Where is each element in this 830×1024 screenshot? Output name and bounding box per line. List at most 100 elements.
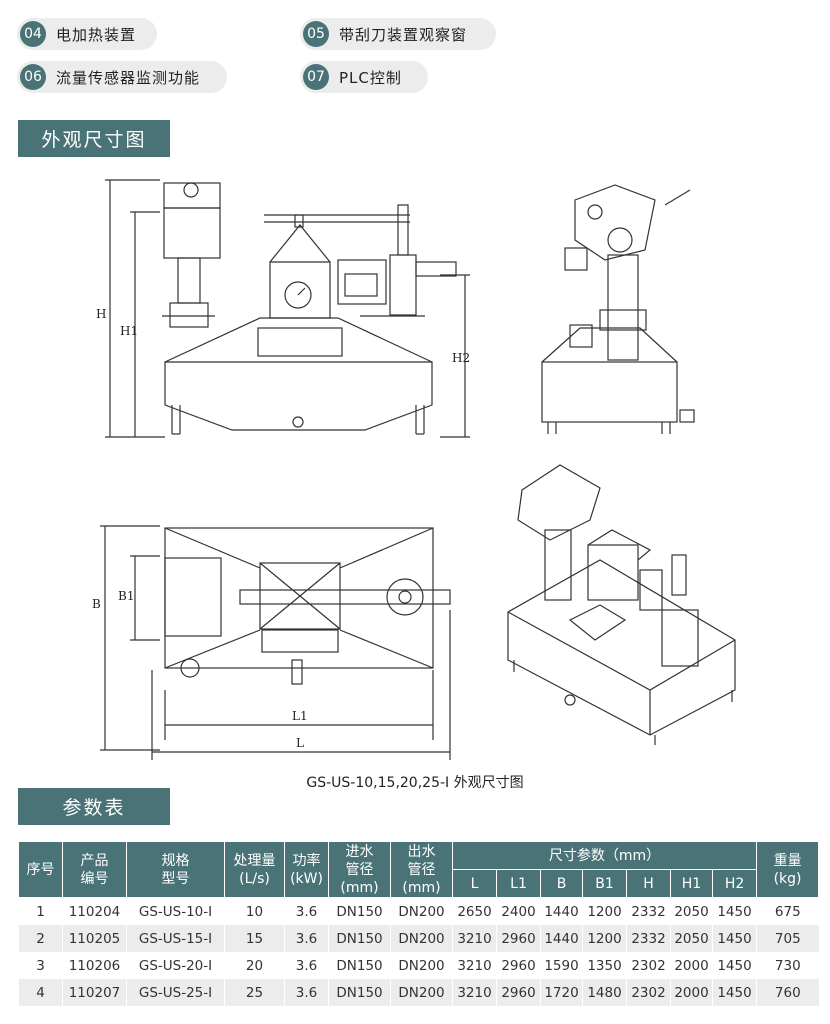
table-cell: 1 — [18, 897, 63, 925]
feature-number: 05 — [303, 21, 329, 47]
section-title-params: 参数表 — [18, 788, 170, 825]
table-cell: 1440 — [540, 897, 583, 925]
header-dim-h: H — [626, 869, 671, 898]
dim-label-h1: H1 — [120, 324, 138, 338]
table-cell: 15 — [224, 925, 285, 952]
dim-label-l1: L1 — [292, 709, 308, 723]
feature-label: 带刮刀装置观察窗 — [339, 25, 468, 44]
dim-label-h2: H2 — [452, 351, 470, 365]
table-cell: 2000 — [670, 979, 713, 1006]
table-cell: DN200 — [390, 979, 453, 1006]
table-cell: 3210 — [452, 979, 497, 1006]
table-cell: DN150 — [328, 952, 391, 979]
table-cell: 1450 — [711, 897, 757, 925]
dim-label-b: B — [92, 597, 101, 611]
header-power: 功率(kW) — [284, 841, 329, 898]
table-cell: DN150 — [328, 925, 391, 952]
table-cell: 1200 — [582, 897, 627, 925]
table-cell: 1450 — [711, 952, 757, 979]
header-dim-l: L — [452, 869, 497, 898]
header-index: 序号 — [18, 841, 63, 898]
table-cell: 2050 — [670, 897, 713, 925]
header-weight: 重量(kg) — [756, 841, 820, 898]
table-cell: 730 — [756, 952, 819, 979]
table-cell: 3210 — [452, 925, 497, 952]
header-code: 产品编号 — [62, 841, 127, 898]
table-cell: GS-US-25-I — [126, 979, 225, 1006]
header-inlet: 进水管径(mm) — [328, 841, 391, 898]
header-dim-h1: H1 — [670, 869, 713, 898]
table-cell: 110205 — [62, 925, 127, 952]
feature-label: 电加热装置 — [56, 25, 137, 44]
table-cell: 110206 — [62, 952, 127, 979]
side-view-drawing — [541, 184, 695, 434]
table-cell: 1350 — [582, 952, 627, 979]
table-cell: 4 — [18, 979, 63, 1006]
table-cell: 760 — [756, 979, 819, 1006]
table-cell: 25 — [224, 979, 285, 1006]
table-cell: 2 — [18, 925, 63, 952]
table-cell: 10 — [224, 897, 285, 925]
table-cell: DN200 — [390, 897, 453, 925]
table-cell: 1480 — [582, 979, 627, 1006]
dim-label-l: L — [296, 736, 304, 750]
table-cell: 1200 — [582, 925, 627, 952]
header-dim-h2: H2 — [711, 869, 758, 898]
table-cell: 1440 — [540, 925, 583, 952]
table-cell: 1450 — [711, 979, 757, 1006]
table-cell: DN150 — [328, 979, 391, 1006]
feature-07: 07 PLC控制 — [300, 61, 428, 93]
feature-number: 07 — [303, 64, 329, 90]
table-cell: GS-US-15-I — [126, 925, 225, 952]
drawing-caption: GS-US-10,15,20,25-I 外观尺寸图 — [306, 775, 524, 791]
feature-label: 流量传感器监测功能 — [56, 68, 201, 87]
top-view-drawing — [100, 525, 451, 760]
isometric-view-drawing — [507, 464, 736, 745]
table-cell: 2302 — [626, 979, 671, 1006]
dimension-drawings: H H1 H2 B B1 L1 L — [92, 179, 736, 760]
params-table: 序号 产品编号 规格型号 处理量(L/s) 功率(kW) 进水管径(mm) 出水… — [18, 841, 820, 1006]
table-cell: 2960 — [496, 979, 541, 1006]
table-cell: 110204 — [62, 897, 127, 925]
table-cell: DN200 — [390, 952, 453, 979]
table-cell: 110207 — [62, 979, 127, 1006]
table-cell: DN200 — [390, 925, 453, 952]
header-dim-b1: B1 — [582, 869, 627, 898]
header-flow: 处理量(L/s) — [224, 841, 285, 898]
feature-number: 06 — [20, 64, 46, 90]
front-view-drawing — [105, 179, 470, 438]
table-cell: 3.6 — [284, 979, 329, 1006]
dim-label-b1: B1 — [118, 589, 134, 603]
table-cell: 1450 — [711, 925, 757, 952]
table-cell: DN150 — [328, 897, 391, 925]
table-cell: 3.6 — [284, 897, 329, 925]
table-cell: 3 — [18, 952, 63, 979]
feature-number: 04 — [20, 21, 46, 47]
table-cell: 3210 — [452, 952, 497, 979]
table-cell: 705 — [756, 925, 819, 952]
table-cell: 2650 — [452, 897, 497, 925]
table-cell: 1590 — [540, 952, 583, 979]
table-cell: 2960 — [496, 925, 541, 952]
feature-04: 04 电加热装置 — [17, 18, 157, 50]
feature-05: 05 带刮刀装置观察窗 — [300, 18, 496, 50]
table-cell: 675 — [756, 897, 819, 925]
table-cell: 2332 — [626, 897, 671, 925]
header-outlet: 出水管径(mm) — [390, 841, 453, 898]
section-title-dimensions: 外观尺寸图 — [18, 120, 170, 157]
table-cell: 1720 — [540, 979, 583, 1006]
table-cell: 3.6 — [284, 925, 329, 952]
header-dim-b: B — [540, 869, 583, 898]
table-cell: 2302 — [626, 952, 671, 979]
table-cell: 20 — [224, 952, 285, 979]
table-cell: 2332 — [626, 925, 671, 952]
table-cell: 2050 — [670, 925, 713, 952]
header-model: 规格型号 — [126, 841, 225, 898]
dim-label-h: H — [96, 307, 106, 321]
feature-label: PLC控制 — [339, 68, 402, 87]
header-dim-l1: L1 — [496, 869, 541, 898]
header-dimensions-group: 尺寸参数（mm） — [451, 841, 758, 870]
